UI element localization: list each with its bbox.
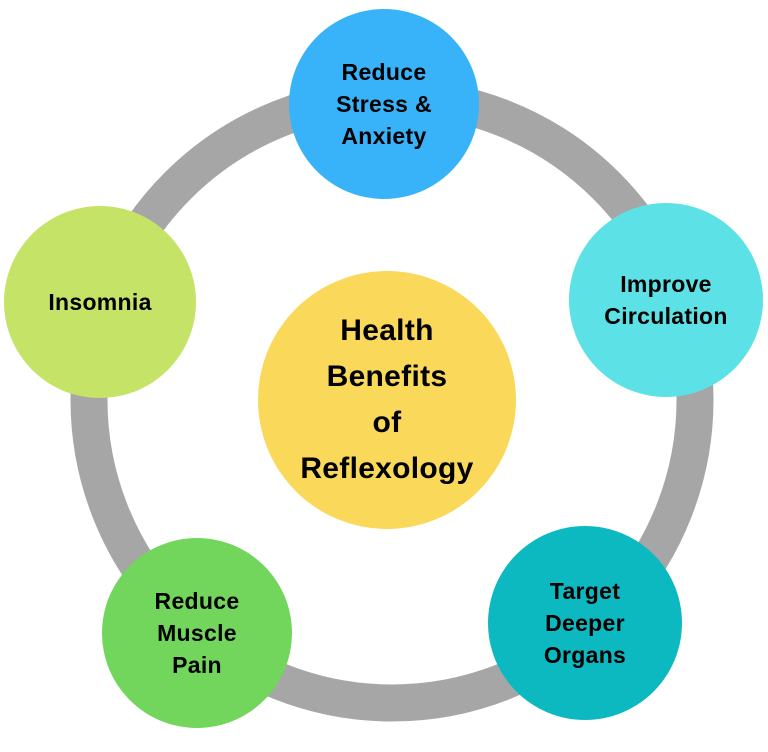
node-label-target-deeper-organs: Target Deeper Organs [543, 578, 627, 668]
diagram-title: Health Benefits of Reflexology [300, 314, 474, 485]
node-label-reduce-stress-anxiety: Reduce Stress & Anxiety [336, 59, 432, 149]
center-circle: Health Benefits of Reflexology [258, 271, 516, 529]
node-insomnia: Insomnia [4, 206, 196, 398]
node-label-reduce-muscle-pain: Reduce Muscle Pain [154, 588, 240, 678]
node-improve-circulation: Improve Circulation [569, 203, 763, 397]
node-label-improve-circulation: Improve Circulation [604, 271, 728, 329]
node-reduce-stress-anxiety: Reduce Stress & Anxiety [289, 9, 479, 199]
node-reduce-muscle-pain: Reduce Muscle Pain [102, 538, 292, 728]
node-target-deeper-organs: Target Deeper Organs [488, 526, 682, 720]
node-label-insomnia: Insomnia [48, 289, 152, 315]
